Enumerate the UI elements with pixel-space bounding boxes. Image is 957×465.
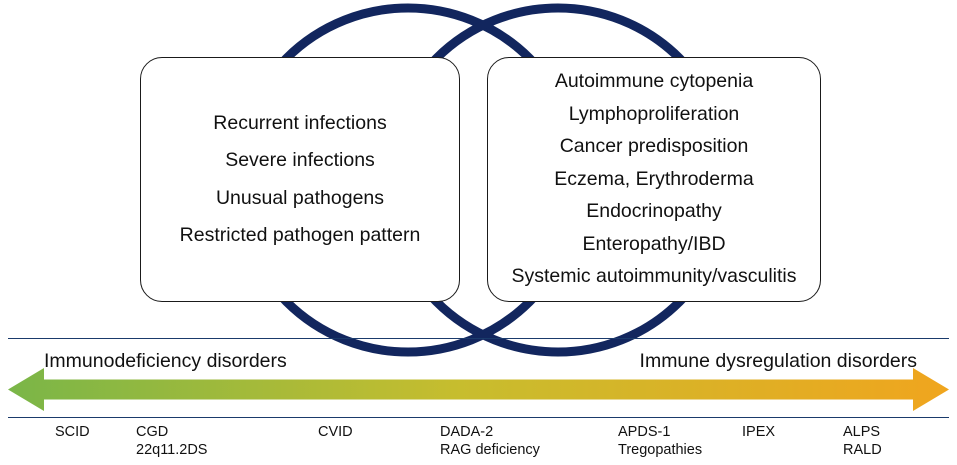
spectrum-tick-line: CGD (136, 424, 169, 440)
spectrum-tick-line: APDS-1 (618, 424, 671, 440)
right-feature-item: Cancer predisposition (559, 135, 749, 158)
spectrum-tick-line: DADA-2 (440, 424, 494, 440)
spectrum-left-label: Immunodeficiency disorders (44, 350, 287, 372)
right-feature-item: Systemic autoimmunity/vasculitis (511, 265, 797, 288)
right-feature-item: Eczema, Erythroderma (554, 167, 754, 190)
spectrum-arrow (8, 366, 949, 413)
left-feature-item: Restricted pathogen pattern (179, 224, 421, 246)
spectrum-tick-line: IPEX (742, 424, 776, 440)
spectrum-tick-line: RALD (843, 441, 882, 458)
spectrum-tick-line: ALPS (843, 424, 881, 440)
spectrum-tick-line: RAG deficiency (440, 441, 540, 458)
spectrum-top-rule (8, 338, 949, 340)
spectrum-tick: DADA-2 RAG deficiency (440, 424, 540, 459)
spectrum-tick: SCID (55, 424, 90, 442)
spectrum-tick: APDS-1 Tregopathies (618, 424, 702, 459)
spectrum-tick-line: SCID (55, 424, 90, 440)
spectrum-tick-line: CVID (318, 424, 353, 440)
right-feature-item: Autoimmune cytopenia (554, 70, 754, 93)
left-feature-item: Severe infections (225, 149, 375, 171)
right-feature-item: Enteropathy/IBD (582, 232, 726, 255)
left-feature-item: Recurrent infections (213, 111, 387, 134)
right-feature-item: Lymphoproliferation (568, 102, 740, 125)
right-feature-item: Endocrinopathy (586, 200, 722, 223)
spectrum-tick: CVID (318, 424, 353, 442)
spectrum-right-label: Immune dysregulation disorders (639, 350, 917, 372)
spectrum-tick-line: 22q11.2DS (136, 441, 208, 458)
spectrum-bottom-rule (8, 417, 949, 419)
left-feature-box: Recurrent infections Severe infections U… (140, 57, 460, 302)
right-feature-box: Autoimmune cytopenia Lymphoproliferation… (487, 57, 821, 302)
spectrum-tick-line: Tregopathies (618, 441, 703, 458)
left-feature-item: Unusual pathogens (215, 186, 385, 209)
spectrum-tick: ALPS RALD (843, 424, 882, 459)
spectrum-tick: CGD 22q11.2DS (136, 424, 207, 459)
spectrum-tick: IPEX (742, 424, 775, 442)
